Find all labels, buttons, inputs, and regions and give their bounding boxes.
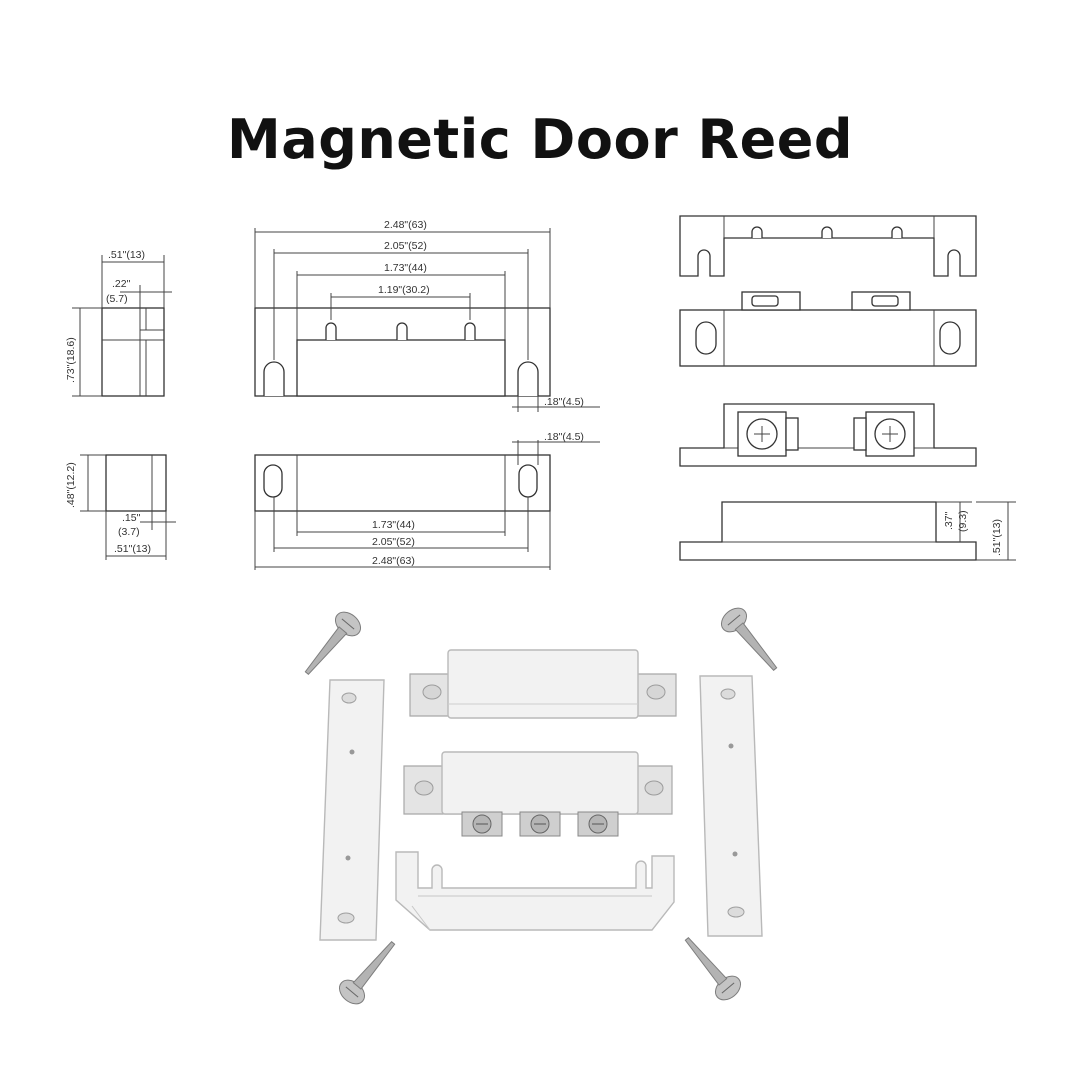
switch-unit [403,751,673,837]
dim-bottom-overall: 2.48"(63) [372,555,415,567]
dim-side-top-inner-mm: (5.7) [106,293,128,305]
dim-top-terminal-span: 1.19"(30.2) [378,284,430,296]
screw-bottom-left [338,940,396,1005]
dim-side-bottom-inner-mm: (3.7) [118,526,140,538]
dim-right-body-height-mm: (9.3) [957,510,969,532]
dim-right-total-height: .51"(13) [991,519,1003,556]
side-view-top: .51"(13) .22" (5.7) .73"(18.6) [65,249,172,397]
page-title: Magnetic Door Reed [227,108,853,171]
right-mounting-strip [699,675,763,937]
dim-right-body-height: .37" [943,511,955,530]
dim-top-overall: 2.48"(63) [384,219,427,231]
terminal-screws [461,811,619,837]
magnet-unit [409,649,677,719]
dim-side-top-inner: .22" [112,278,131,290]
right-view-switch-top [679,291,977,367]
dim-top-hole-span: 2.05"(52) [384,240,427,252]
dim-bottom-edge-offset: .18"(4.5) [544,431,584,443]
screw-top-right [720,607,778,672]
dim-side-top-height: .73"(18.6) [65,337,77,383]
dim-side-bottom-width: .51"(13) [114,543,151,555]
right-view-side-profile: .37" (9.3) .51"(13) [679,501,1016,561]
dim-side-bottom-inner: .15" [122,512,141,524]
dim-top-body: 1.73"(44) [384,262,427,274]
dim-side-bottom-height: .48"(12.2) [65,462,77,508]
front-view-top: 2.48"(63) 2.05"(52) 1.73"(44) 1.19"(30.2… [254,219,600,412]
front-view-bottom: .18"(4.5) 1.73"(44) 2.05"(52) 2.48"(63) [254,431,600,570]
screw-top-left [304,611,362,676]
dim-bottom-body: 1.73"(44) [372,519,415,531]
screw-bottom-right [684,936,742,1001]
side-view-bottom: .48"(12.2) .15" (3.7) .51"(13) [65,454,176,560]
right-view-switch-terminals [679,403,977,467]
product-photo [304,607,778,1005]
mounting-bracket [395,851,675,931]
dim-side-top-width: .51"(13) [108,249,145,261]
left-mounting-strip [319,679,385,941]
dim-top-edge-offset: .18"(4.5) [544,396,584,408]
right-view-bracket [679,215,977,277]
dim-bottom-hole-span: 2.05"(52) [372,536,415,548]
